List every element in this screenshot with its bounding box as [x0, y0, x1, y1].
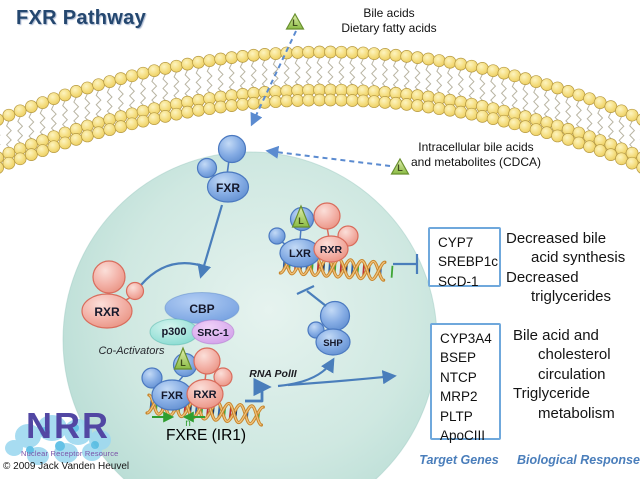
response-line: triglycerides	[531, 288, 612, 306]
target-genes-box-2: CYP3A4 BSEP NTCP MRP2 PLTP ApoCIII	[430, 323, 501, 443]
gene-pltp: PLTP	[440, 408, 473, 424]
gene-apociii: ApoCIII	[440, 428, 486, 444]
fxre-ir1-label: FXRE (IR1)	[165, 427, 247, 444]
nrr-logo-name: Nuclear Receptor Resource	[21, 449, 119, 458]
biological-response-2: Bile acid and cholesterol circulation Tr…	[513, 326, 615, 423]
arrow-fxr-to-coactivators	[197, 204, 224, 279]
nrr-logo-acronym: NRR	[26, 405, 110, 446]
shp-label: SHP	[323, 338, 343, 349]
ligand-triangle-cdca	[390, 157, 410, 175]
rxr-dna-label: RXR	[193, 389, 217, 401]
p300-label: p300	[161, 326, 187, 338]
fxr-dna-label: FXR	[161, 390, 183, 402]
response-line: Triglyceride	[513, 385, 590, 403]
nrr-logo-blobs	[5, 415, 111, 465]
intracellular-line1: Intracellular bile acids	[418, 140, 534, 154]
fxr-rxr-dna-complex	[141, 346, 233, 411]
fxr-receptor-membrane	[196, 134, 250, 203]
response-line: Decreased bile	[506, 230, 607, 247]
curve-rxr-to-coactivators	[140, 262, 207, 286]
cbp-label: CBP	[189, 302, 215, 316]
target-genes-box-1: CYP7 SREBP1c SCD-1	[428, 227, 501, 289]
inhibition-shp-to-lxr	[296, 285, 327, 307]
gene-mrp2: MRP2	[440, 389, 478, 405]
ligand-l-lxre: L	[298, 216, 304, 226]
lxr-label: LXR	[289, 248, 311, 260]
rxr-free-receptor	[81, 260, 145, 329]
intracellular-line2: and metabolites (CDCA)	[410, 155, 542, 169]
dietary-fatty-acids-line: Dietary fatty acids	[341, 21, 437, 35]
shp-complex	[307, 300, 351, 356]
ligand-triangle-top	[285, 12, 305, 30]
gene-bsep: BSEP	[440, 350, 477, 366]
response-line: metabolism	[538, 404, 615, 422]
rxr-free-label: RXR	[94, 305, 120, 319]
dashed-arrow-cdca-to-fxr	[265, 145, 391, 167]
src1-label: SRC-1	[197, 327, 229, 339]
fxr-membrane-label: FXR	[216, 181, 240, 195]
gene-ntcp: NTCP	[440, 369, 477, 385]
ligand-l-cdca: L	[397, 163, 403, 173]
gene-cyp3a4: CYP3A4	[440, 331, 492, 346]
coactivator-complex	[149, 292, 240, 346]
lipid-bilayer-membrane	[0, 45, 640, 174]
lxr-rxr-dna-complex	[268, 202, 359, 268]
gene-scd1: SCD-1	[438, 273, 479, 289]
gene-srebp1c: SREBP1c	[438, 254, 499, 270]
rxr-lxr-label: RXR	[319, 244, 343, 256]
extracellular-ligand-label: Bile acids Dietary fatty acids	[309, 6, 469, 36]
response-line: Bile acid and	[513, 327, 599, 344]
biological-response-footer-label: Biological Response	[517, 453, 640, 467]
response-line: Decreased	[506, 268, 579, 286]
arrow-to-shp	[277, 357, 335, 388]
dashed-arrow-ligand-entry	[250, 30, 297, 127]
arrow-to-target-genes	[287, 370, 397, 387]
response-line: acid synthesis	[531, 249, 626, 267]
inhibition-lxr-to-cyp7	[393, 254, 419, 274]
target-genes-footer-label: Target Genes	[419, 453, 499, 467]
gene-cyp7: CYP7	[438, 235, 474, 250]
response-line: circulation	[538, 365, 606, 383]
page-title: FXR Pathway	[16, 7, 146, 29]
rna-polii-label: RNA PolII	[249, 368, 297, 380]
ir1-spacer-label: n	[185, 418, 191, 429]
ligand-l-top: L	[292, 18, 298, 28]
biological-response-1: Decreased bile acid synthesis Decreased …	[506, 229, 625, 307]
transcription-start-arrow	[245, 377, 272, 403]
copyright-text: © 2009 Jack Vanden Heuvel	[3, 461, 130, 472]
bile-acids-line: Bile acids	[363, 6, 415, 20]
response-line: cholesterol	[538, 346, 611, 364]
ligand-l-fxre: L	[180, 358, 186, 368]
coactivators-label: Co-Activators	[98, 345, 165, 357]
intracellular-ligand-label: Intracellular bile acids and metabolites…	[396, 140, 556, 170]
